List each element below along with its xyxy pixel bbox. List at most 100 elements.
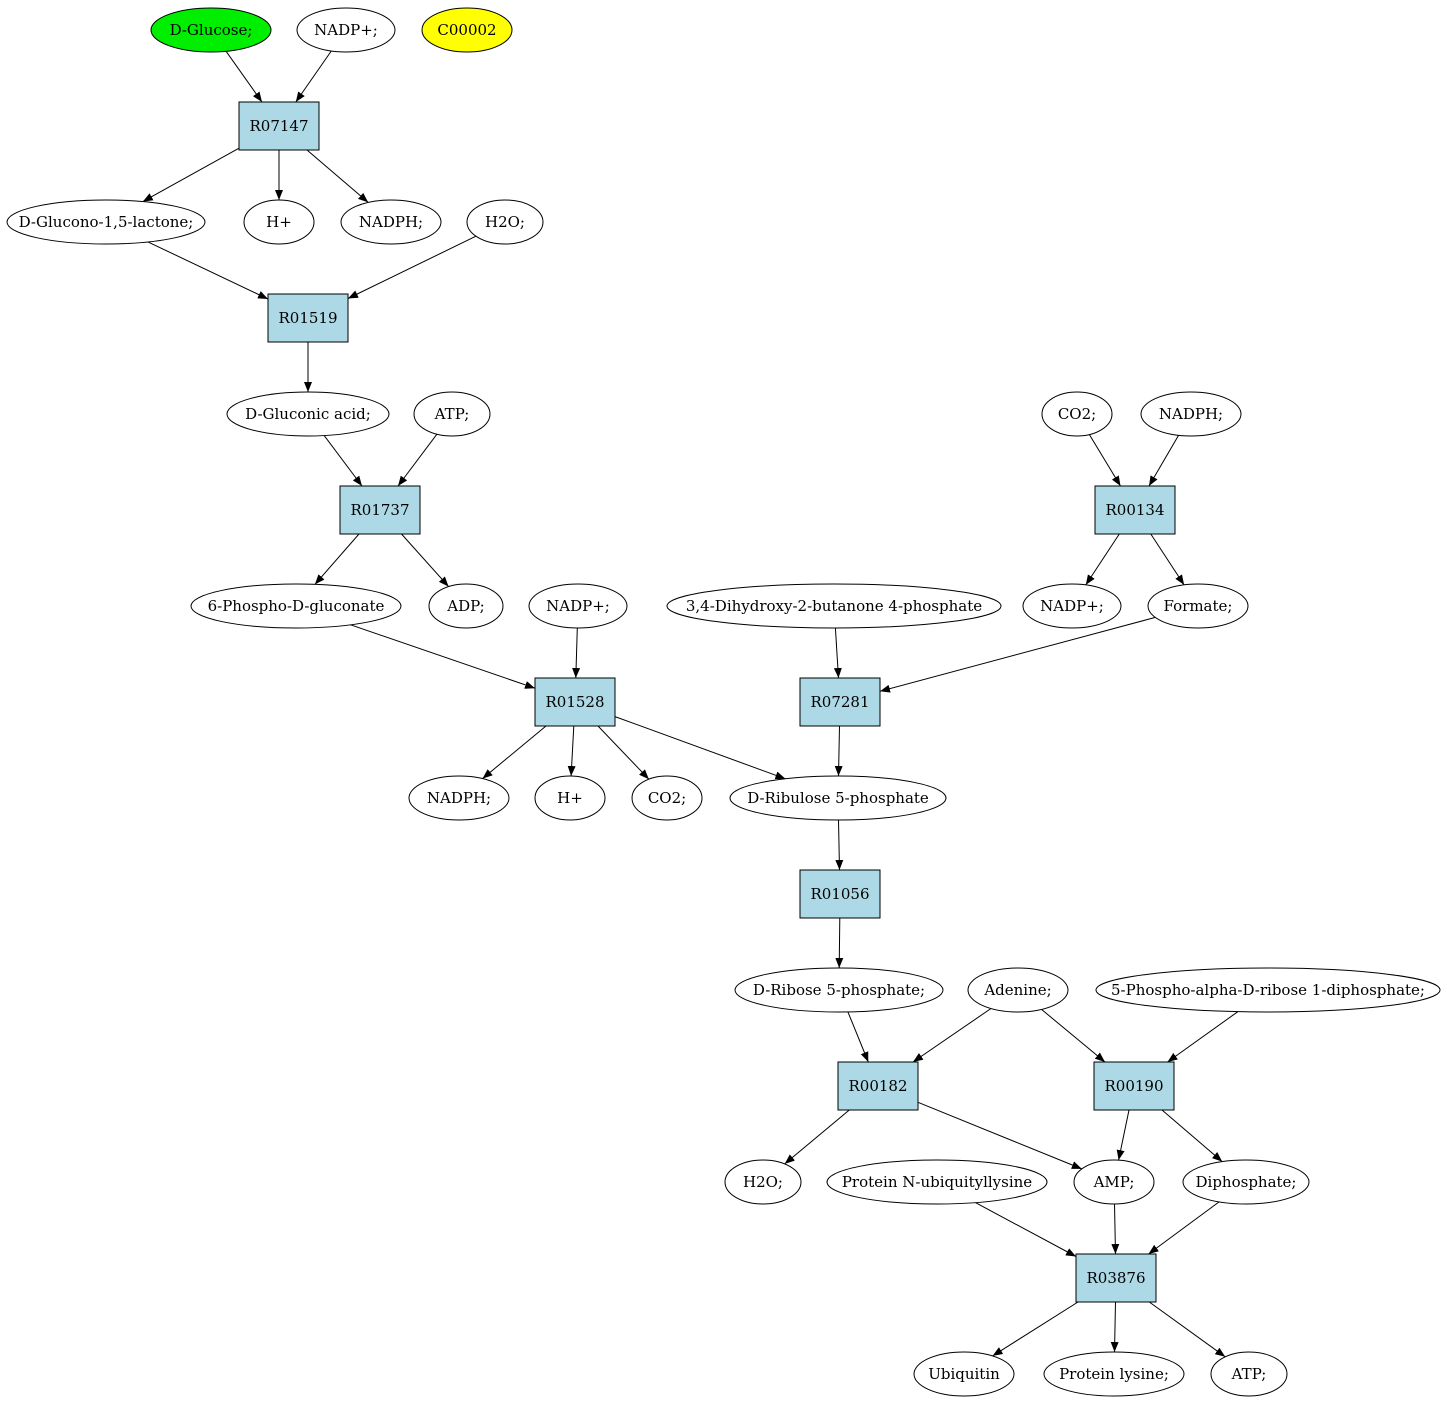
node-label: NADP+; [546, 597, 610, 615]
compound-node-hplus1: H+ [243, 199, 315, 245]
compound-ellipse [913, 1351, 1015, 1397]
compound-ellipse [421, 7, 513, 53]
edge-nadp2-to-r01528 [572, 627, 581, 679]
edge-prpp-to-r00190 [1167, 1011, 1239, 1063]
compound-ellipse [1041, 391, 1113, 437]
compound-node-nadp1: NADP+; [296, 7, 396, 53]
reaction-node-r01056: R01056 [799, 869, 881, 919]
edge-adenine-to-r00182 [912, 1008, 992, 1063]
node-label: R03876 [1086, 1269, 1145, 1287]
compound-node-adp: ADP; [428, 583, 504, 629]
node-label: H2O; [743, 1173, 783, 1191]
compound-node-ribose: D-Ribose 5-phosphate; [734, 967, 944, 1013]
edge-ribulose-to-r01056 [835, 819, 844, 871]
node-label: NADP+; [314, 21, 378, 39]
compound-ellipse [408, 775, 510, 821]
node-label: Ubiquitin [928, 1365, 1000, 1383]
edge-gluconic-to-r01737 [323, 435, 363, 487]
node-label: H+ [266, 213, 292, 231]
compound-ellipse [243, 199, 315, 245]
edge-nadp1-to-r07147 [295, 50, 332, 103]
edge-glucose-to-r07147 [225, 51, 263, 103]
reaction-box [1094, 485, 1176, 535]
node-label: D-Ribulose 5-phosphate [747, 789, 929, 807]
node-label: D-Glucono-1,5-lactone; [19, 213, 194, 231]
edge-r01528-to-ribulose [614, 716, 786, 780]
edge-diphosphate-to-r03876 [1148, 1201, 1220, 1255]
compound-node-co2b: CO2; [631, 775, 703, 821]
node-label: R07281 [810, 693, 869, 711]
compound-node-atp1: ATP; [413, 391, 491, 437]
node-label: C00002 [437, 21, 496, 39]
edge-formate-to-r07281 [879, 616, 1156, 693]
compound-ellipse [226, 391, 390, 437]
node-label: ATP; [434, 405, 470, 423]
node-label: R01056 [810, 885, 869, 903]
compound-node-ribulose: D-Ribulose 5-phosphate [729, 775, 947, 821]
compound-node-gluconic: D-Gluconic acid; [226, 391, 390, 437]
compound-ellipse [1022, 583, 1122, 629]
compound-node-protlys: Protein lysine; [1043, 1351, 1185, 1397]
compound-ellipse [296, 7, 396, 53]
compound-ellipse [724, 1159, 802, 1205]
compound-ellipse [466, 199, 544, 245]
compound-node-nadp3: NADP+; [1022, 583, 1122, 629]
edge-adenine-to-r00190 [1041, 1009, 1106, 1063]
reaction-node-r03876: R03876 [1075, 1253, 1157, 1303]
edge-h2o1-to-r01519 [347, 235, 477, 299]
edge-nadph2-to-r00134 [1148, 435, 1180, 487]
edge-r03876-to-protlys [1110, 1301, 1119, 1353]
reaction-node-r00182: R00182 [837, 1061, 919, 1111]
node-label: NADPH; [359, 213, 423, 231]
reaction-box [799, 677, 881, 727]
reaction-box [339, 485, 421, 535]
edge-amp-to-r03876 [1111, 1203, 1120, 1255]
reaction-box [837, 1061, 919, 1111]
nodes-layer: D-Glucose; NADP+; C00002R07147D-Glucono-1,… [6, 7, 1441, 1397]
compound-node-formate: Formate; [1147, 583, 1249, 629]
compound-ellipse [428, 583, 504, 629]
edge-r00190-to-diphosphate [1161, 1109, 1223, 1162]
edge-phosphogluc-to-r01528 [350, 624, 536, 689]
node-label: NADP+; [1040, 597, 1104, 615]
edge-r01056-to-ribose [835, 917, 844, 969]
compound-ellipse [1182, 1159, 1310, 1205]
node-label: R01737 [350, 501, 409, 519]
compound-ellipse [1210, 1351, 1288, 1397]
node-label: NADPH; [1159, 405, 1223, 423]
reaction-box [1093, 1061, 1175, 1111]
edge-r03876-to-ubiquitin [992, 1301, 1079, 1357]
compound-node-diphosphate: Diphosphate; [1182, 1159, 1310, 1205]
compound-node-glucose: D-Glucose; [150, 7, 272, 53]
node-label: D-Gluconic acid; [245, 405, 371, 423]
compound-node-ubiquitin: Ubiquitin [913, 1351, 1015, 1397]
node-label: H2O; [485, 213, 525, 231]
reaction-node-r07147: R07147 [238, 101, 320, 151]
edge-r01528-to-co2b [597, 725, 650, 780]
compound-node-adenine: Adenine; [967, 967, 1069, 1013]
compound-node-protub: Protein N-ubiquityllysine [826, 1159, 1048, 1205]
compound-ellipse [631, 775, 703, 821]
compound-ellipse [413, 391, 491, 437]
compound-ellipse [528, 583, 628, 629]
compound-ellipse [1140, 391, 1242, 437]
edges-layer [142, 50, 1239, 1358]
node-label: R00182 [848, 1077, 907, 1095]
compound-node-nadph3: NADPH; [408, 775, 510, 821]
compound-node-glucono: D-Glucono-1,5-lactone; [6, 199, 206, 245]
edge-r00182-to-amp [917, 1101, 1082, 1170]
compound-node-phosphogluc: 6-Phospho-D-gluconate [190, 583, 402, 629]
edge-r00134-to-formate [1150, 533, 1185, 586]
compound-node-nadp2: NADP+; [528, 583, 628, 629]
edge-r01737-to-phosphogluc [314, 533, 360, 585]
node-label: 3,4-Dihydroxy-2-butanone 4-phosphate [686, 597, 982, 615]
reaction-node-r00190: R00190 [1093, 1061, 1175, 1111]
node-label: R01528 [545, 693, 604, 711]
reaction-box [238, 101, 320, 151]
compound-node-nadph2: NADPH; [1140, 391, 1242, 437]
node-label: Protein N-ubiquityllysine [842, 1173, 1032, 1191]
compound-ellipse [826, 1159, 1048, 1205]
compound-ellipse [534, 775, 606, 821]
edge-r01737-to-adp [401, 533, 449, 587]
